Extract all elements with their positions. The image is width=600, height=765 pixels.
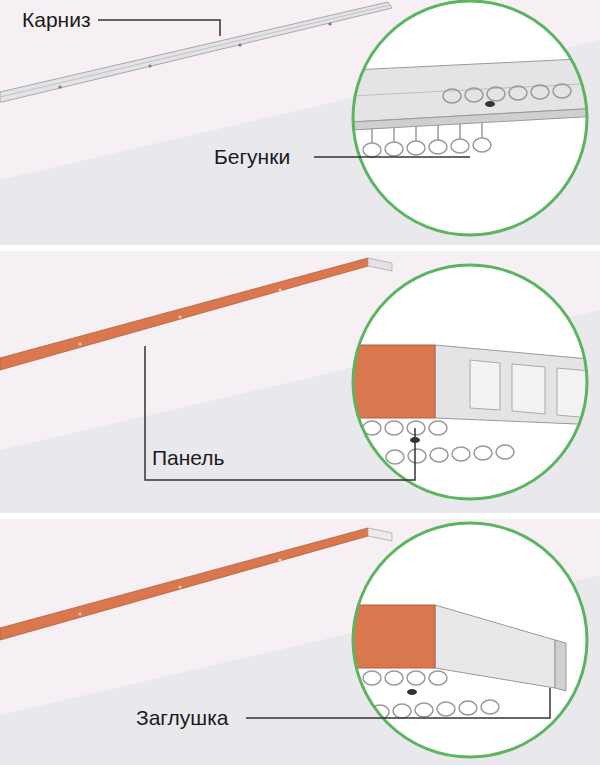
leader-lines [98,20,550,718]
leader-line [314,156,470,158]
part-label: Панель [152,446,225,470]
zoom-rail-panel [352,345,600,464]
part-label: Заглушка [136,706,229,730]
leader-line [98,20,220,36]
zoom-circle-border [353,523,587,757]
zoom-circle [353,523,587,757]
ground [0,251,600,513]
leader-line [145,346,415,480]
ground [0,519,600,765]
zoom-circle-border [353,265,587,499]
rail-with-panel [0,258,392,370]
ground [0,0,600,245]
leader-line [246,688,550,718]
zoom-rail-cap [352,605,566,719]
rail [0,2,392,102]
zoom-circle-border [353,1,587,235]
rail-with-panel-and-cap [0,528,392,640]
part-label: Карниз [22,8,91,32]
part-label: Бегунки [214,145,290,169]
zoom-rail-runners [352,58,600,157]
